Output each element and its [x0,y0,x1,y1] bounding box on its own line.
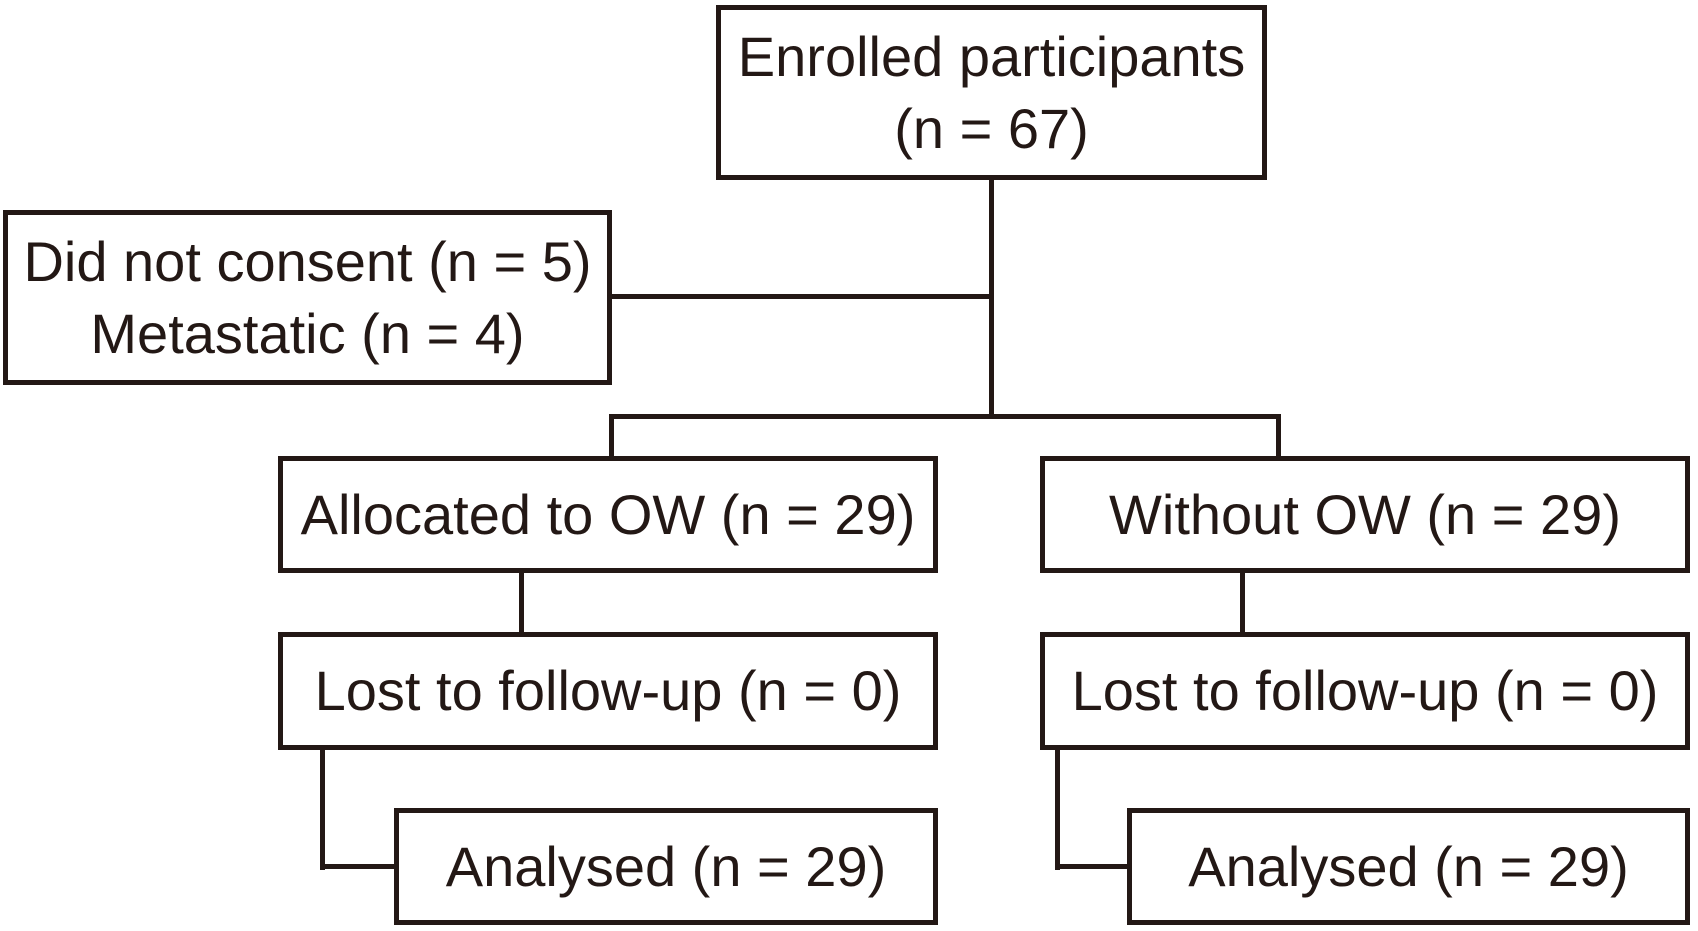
node-lost-followup-without-ow-label: Lost to follow-up (n = 0) [1071,659,1659,722]
node-analysed-without-ow: Analysed (n = 29) [1127,808,1690,925]
node-analysed-ow: Analysed (n = 29) [394,808,938,925]
node-excluded-line2: Metastatic (n = 4) [90,301,525,365]
node-without-ow: Without OW (n = 29) [1040,456,1690,573]
connector-excluded-branch [612,294,992,299]
node-analysed-without-ow-label: Analysed (n = 29) [1188,834,1629,898]
node-lost-followup-ow-label: Lost to follow-up (n = 0) [314,659,902,722]
node-enrolled-line2: (n = 67) [894,96,1089,160]
node-enrolled-participants: Enrolled participants (n = 67) [716,5,1267,180]
node-excluded: Did not consent (n = 5) Metastatic (n = … [3,210,612,385]
connector-split-horizontal [609,414,1281,419]
node-allocated-ow-label: Allocated to OW (n = 29) [300,482,916,546]
node-analysed-ow-label: Analysed (n = 29) [445,834,887,898]
node-enrolled-line1: Enrolled participants [737,24,1246,88]
node-allocated-ow: Allocated to OW (n = 29) [278,456,938,573]
node-lost-followup-ow: Lost to follow-up (n = 0) [278,632,938,750]
connector-lost-without-elbow-horizontal [1055,864,1132,869]
node-lost-followup-without-ow: Lost to follow-up (n = 0) [1040,632,1690,750]
node-without-ow-label: Without OW (n = 29) [1109,482,1621,546]
connector-drop-allocated-ow [609,414,614,456]
connector-lost-without-elbow-vertical [1055,750,1060,870]
connector-allocated-to-lost [519,573,524,632]
connector-lost-ow-elbow-vertical [320,750,325,870]
connector-drop-without-ow [1276,414,1281,456]
node-excluded-line1: Did not consent (n = 5) [23,229,592,293]
connector-lost-ow-elbow-horizontal [320,864,399,869]
connector-without-to-lost [1240,573,1245,632]
